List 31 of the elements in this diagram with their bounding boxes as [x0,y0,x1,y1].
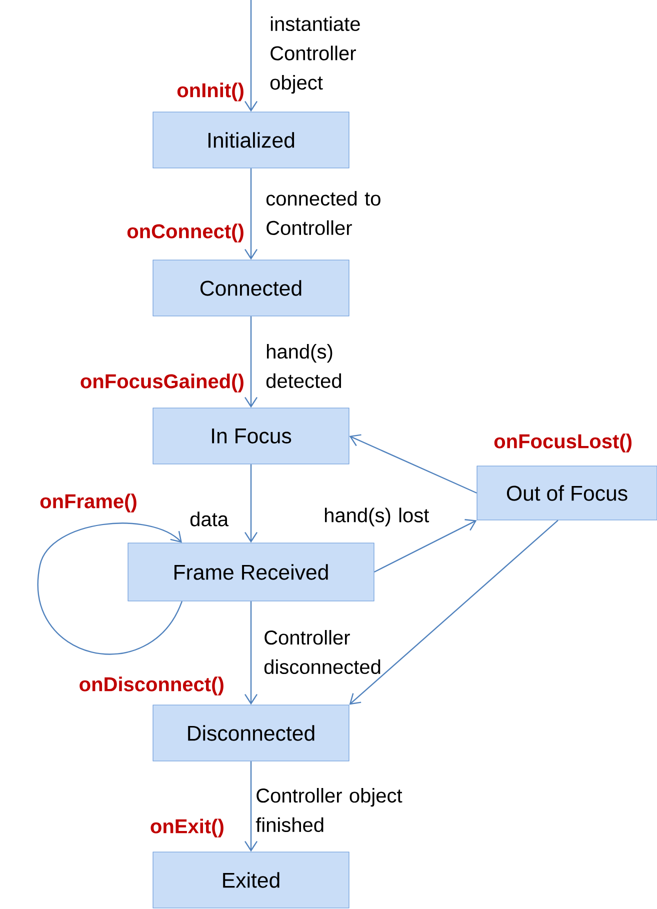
arrow [349,434,477,494]
state-box: In Focus [152,408,350,464]
edge-label: Controller object finished [256,788,402,832]
arrow [244,601,258,705]
edge-label: Controller disconnected [264,630,380,674]
arrow [37,522,182,655]
edge-label: connected to Controller [266,191,380,235]
arrow [374,519,477,573]
callback-label: onFocusGained() [80,374,244,392]
callback-label: onFrame() [40,494,136,512]
arrow [349,520,558,705]
arrow [244,0,258,112]
state-box: Exited [152,852,350,908]
edge-label: instantiate Controller object [270,16,360,94]
state-box: Initialized [152,112,350,168]
callback-label: onFocusLost() [494,434,632,452]
arrow [244,316,258,408]
edge-label: data [190,512,229,526]
callback-label: onExit() [150,818,224,838]
arrow [244,761,258,852]
callback-label: onConnect() [127,224,244,242]
state-box: Connected [152,260,350,316]
arrow [244,464,258,543]
state-box: Disconnected [152,704,350,762]
state-box: Out of Focus [476,466,657,520]
arrow [244,168,258,260]
callback-label: onDisconnect() [80,676,224,696]
state-box: Frame Received [128,542,374,602]
edge-label: hand(s) lost [324,508,430,526]
callback-label: onInit() [177,82,244,102]
edge-label: hand(s) detected [266,344,342,388]
